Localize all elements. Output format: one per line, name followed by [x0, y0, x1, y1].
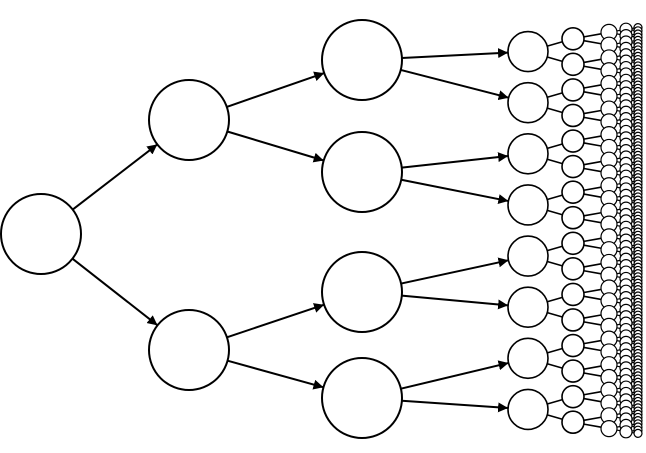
tree-node-L4-8: [561, 231, 585, 256]
edge-L4-6-0: [583, 186, 602, 192]
edge-L4-3-0: [583, 109, 602, 115]
edge-L3-1-0: [547, 92, 563, 98]
tree-node-L3-1: [507, 81, 549, 124]
tree-node-L4-15: [561, 410, 585, 435]
tree-node-L4-2: [561, 78, 585, 102]
edge-L3-4-1: [547, 260, 563, 267]
edge-L0-0-1-arrow: [71, 257, 159, 327]
edge-L4-13-0: [583, 365, 602, 370]
tree-node-L1-1: [148, 309, 230, 391]
tree-node-L3-2: [507, 133, 549, 175]
edge-L4-15-0: [583, 416, 602, 422]
edge-L4-10-1: [583, 295, 602, 301]
tree-node-L3-6: [507, 337, 549, 380]
tree-node-L4-10: [561, 282, 585, 307]
tree-node-L2-2: [321, 251, 403, 333]
edge-L2-0-0-arrow: [401, 48, 509, 59]
edge-L1-0-0-arrow: [226, 71, 325, 108]
edge-L3-1-1: [547, 107, 563, 114]
tree-node-L3-5: [507, 286, 549, 328]
edge-L0-0-0-arrow: [72, 143, 158, 211]
edge-L4-11-1: [583, 321, 602, 326]
edge-L4-9-0: [583, 263, 602, 268]
tree-node-L3-3: [507, 184, 549, 226]
edge-L4-4-1: [583, 142, 602, 147]
tree-node-L4-6: [561, 180, 585, 204]
edge-L3-7-0: [547, 398, 563, 405]
tree-node-L3-4: [507, 235, 549, 277]
tree-node-L3-0: [507, 30, 549, 73]
edge-L4-5-0: [583, 160, 602, 166]
tree-node-L4-12: [561, 333, 585, 358]
edge-L3-2-1: [547, 158, 563, 165]
edge-L3-3-0: [547, 194, 563, 201]
tree-node-L2-0: [321, 19, 403, 101]
edge-L2-2-1-arrow: [401, 294, 509, 310]
tree-node-L7-127: [633, 428, 643, 438]
edge-L3-0-1: [547, 56, 563, 63]
tree-node-L3-7: [507, 388, 549, 431]
tree-node-L4-0: [561, 26, 585, 51]
edge-L3-7-1: [547, 414, 563, 420]
tree-node-L4-7: [561, 205, 585, 230]
tree-node-L4-14: [561, 384, 585, 409]
edge-L4-15-1: [583, 423, 602, 428]
edge-L4-5-1: [583, 167, 602, 173]
edge-L4-12-0: [583, 339, 602, 345]
edge-L4-9-1: [583, 269, 602, 275]
tree-node-L4-13: [561, 359, 585, 383]
tree-node-L4-9: [561, 257, 585, 281]
edge-L4-2-1: [583, 91, 602, 96]
root-node: [0, 193, 82, 275]
edge-L4-14-0: [583, 390, 602, 396]
edge-L2-0-1-arrow: [400, 68, 509, 101]
tree-node-L4-1: [561, 52, 585, 77]
edge-L4-0-0: [583, 33, 602, 38]
edge-L4-11-0: [583, 314, 602, 319]
edge-L1-0-1-arrow: [227, 130, 324, 163]
edge-L3-5-1: [547, 311, 563, 318]
edge-L4-13-1: [583, 372, 602, 377]
edge-L1-1-0-arrow: [226, 303, 325, 339]
edge-L4-3-1: [583, 116, 602, 122]
edge-L4-7-1: [583, 218, 602, 224]
edge-L4-14-1: [583, 397, 602, 403]
edge-L4-8-0: [583, 237, 602, 243]
edge-L4-1-1: [583, 65, 602, 71]
edge-L4-2-0: [583, 84, 602, 89]
edge-L3-3-1: [547, 209, 563, 216]
edge-L2-2-0-arrow: [400, 257, 509, 285]
edge-L4-1-0: [583, 58, 602, 64]
nodes-group: [0, 19, 643, 439]
tree-node-L2-3: [321, 357, 403, 439]
edge-L4-12-1: [583, 346, 602, 352]
tree-node-L1-0: [148, 79, 230, 161]
tree-node-L5-31: [600, 420, 618, 438]
tree-node-L6-63: [619, 425, 633, 439]
edge-L3-5-0: [547, 296, 563, 303]
tree-node-L4-3: [561, 103, 585, 128]
edge-L2-1-1-arrow: [401, 178, 509, 205]
edge-L2-3-0-arrow: [400, 360, 509, 390]
edge-L4-0-1: [583, 39, 602, 45]
edge-L4-7-0: [583, 211, 602, 217]
edge-L3-6-0: [547, 347, 563, 354]
edge-L4-6-1: [583, 193, 602, 198]
edge-L3-6-1: [547, 363, 563, 369]
tree-node-L4-5: [561, 154, 585, 179]
edge-L4-10-0: [583, 288, 602, 294]
edge-L1-1-1-arrow: [227, 359, 324, 390]
edge-L3-2-0: [547, 143, 563, 150]
tree-node-L2-1: [321, 131, 403, 213]
tree-node-L4-4: [561, 129, 585, 153]
edge-L4-4-0: [583, 135, 602, 140]
tree-node-L4-11: [561, 308, 585, 332]
edge-L2-3-1-arrow: [401, 399, 509, 413]
edge-L3-0-0: [547, 41, 563, 47]
edge-L3-4-0: [547, 245, 563, 252]
edge-L4-8-1: [583, 244, 602, 250]
edge-L2-1-0-arrow: [401, 152, 509, 169]
